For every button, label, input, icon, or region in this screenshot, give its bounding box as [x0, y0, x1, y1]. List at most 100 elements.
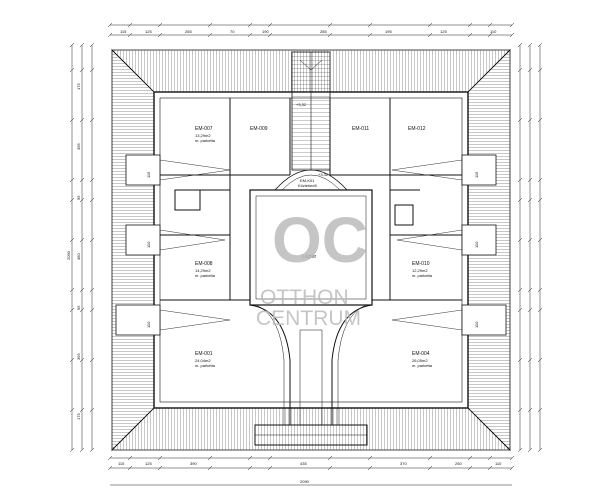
dormers	[115, 154, 507, 336]
dimension-tick	[89, 117, 95, 123]
total-height-label: 2090	[66, 250, 71, 260]
dimension-tick	[517, 407, 523, 413]
top-dim-1: 125	[145, 29, 152, 34]
dimension-tick	[517, 67, 523, 73]
top-dimension-labels: 115 125 265 70 190 285 195 125 110	[120, 29, 497, 34]
otthon-centrum-watermark: OC OTTHON CENTRUM	[256, 204, 368, 330]
room-labels: EM-007 13,29m2 m. parketta EM-009 EM-011…	[195, 102, 433, 368]
dimension-tick	[517, 307, 523, 313]
dimension-tick	[527, 117, 533, 123]
dimension-tick	[79, 67, 85, 73]
bottom-dim-0: 115	[118, 461, 125, 466]
dimension-tick	[427, 465, 433, 471]
corridor-label: Közlekedő	[298, 183, 317, 188]
dimension-tick	[247, 455, 253, 461]
dimension-tick	[69, 67, 75, 73]
bottom-dimension-labels: 115 125 390 435 370 250 110 2090	[118, 461, 502, 484]
room-em001-floor: m. parketta	[195, 363, 216, 368]
dimension-tick	[207, 465, 213, 471]
top-dim-7: 125	[440, 29, 447, 34]
room-em007-area: 13,29m2	[195, 133, 211, 138]
room-em011-name: EM-011	[352, 126, 369, 132]
dimension-tick	[467, 22, 473, 28]
dimension-tick	[79, 307, 85, 313]
dimension-tick	[487, 32, 493, 38]
bottom-dim-1: 125	[145, 461, 152, 466]
dimension-tick	[89, 67, 95, 73]
dimension-tick	[267, 465, 273, 471]
dimension-tick	[327, 455, 333, 461]
dimension-tick	[247, 465, 253, 471]
dimension-tick	[267, 32, 273, 38]
room-em009-name: EM-009	[250, 126, 268, 132]
dimension-tick	[487, 22, 493, 28]
top-dim-0: 115	[120, 29, 127, 34]
room-em001-area: 24,04m2	[195, 358, 211, 363]
dimension-tick	[327, 32, 333, 38]
room-em008-name: EM-008	[195, 261, 213, 267]
dimension-tick	[107, 32, 113, 38]
dimension-tick	[127, 22, 133, 28]
dimension-tick	[107, 455, 113, 461]
dimension-tick	[89, 357, 95, 363]
dimension-tick	[467, 455, 473, 461]
dimension-ticks	[69, 22, 543, 471]
dimension-tick	[89, 237, 95, 243]
dimension-tick	[367, 32, 373, 38]
dimension-tick	[537, 197, 543, 203]
dimension-tick	[89, 287, 95, 293]
stair-level-mid: +3,32	[318, 172, 329, 177]
dimension-tick	[517, 42, 523, 48]
window-labels: 115 110 110 115 110 110	[146, 171, 479, 328]
window-label-0: 115	[146, 171, 151, 178]
dimension-tick	[327, 465, 333, 471]
dimension-tick	[537, 307, 543, 313]
room-em012-name: EM-012	[408, 126, 426, 132]
dimension-tick	[79, 237, 85, 243]
dimension-tick	[367, 455, 373, 461]
window-label-5: 110	[474, 321, 479, 328]
top-dim-6: 195	[385, 29, 392, 34]
dimension-tick	[69, 357, 75, 363]
room-em007-name: EM-007	[195, 126, 213, 132]
side-dimension-labels: 175 395 95 460 95 395 175 2090	[66, 83, 81, 420]
top-dim-5: 285	[320, 29, 327, 34]
dimension-tick	[207, 455, 213, 461]
legter-label: Légtér	[302, 254, 317, 260]
dimension-tick	[527, 447, 533, 453]
dimension-tick	[527, 357, 533, 363]
dimension-tick	[509, 465, 515, 471]
dimension-tick	[509, 455, 515, 461]
dimension-tick	[527, 237, 533, 243]
side-dim-5: 395	[76, 353, 81, 360]
dimension-tick	[427, 455, 433, 461]
dimension-tick	[69, 287, 75, 293]
dimension-tick	[127, 465, 133, 471]
dimension-tick	[89, 447, 95, 453]
dimension-tick	[69, 177, 75, 183]
watermark-line1: OTTHON	[260, 286, 349, 309]
dimension-tick	[157, 32, 163, 38]
dimension-tick	[327, 22, 333, 28]
dimension-tick	[537, 117, 543, 123]
watermark-line2: CENTRUM	[256, 307, 361, 330]
bottom-dim-5: 250	[455, 461, 462, 466]
dimension-tick	[89, 177, 95, 183]
staircase	[291, 51, 331, 171]
dimension-tick	[509, 32, 515, 38]
bottom-dim-4: 370	[400, 461, 407, 466]
entry-porch	[254, 424, 368, 446]
dimension-tick	[157, 455, 163, 461]
dimension-tick	[207, 32, 213, 38]
dimension-tick	[517, 117, 523, 123]
dimension-tick	[69, 307, 75, 313]
dimension-tick	[517, 197, 523, 203]
dimension-tick	[89, 42, 95, 48]
dimension-tick	[157, 465, 163, 471]
dimension-tick	[467, 465, 473, 471]
dimension-tick	[517, 447, 523, 453]
room-em001-name: EM-001	[195, 351, 213, 357]
dimension-tick	[517, 287, 523, 293]
dimension-tick	[487, 455, 493, 461]
dimension-tick	[79, 42, 85, 48]
